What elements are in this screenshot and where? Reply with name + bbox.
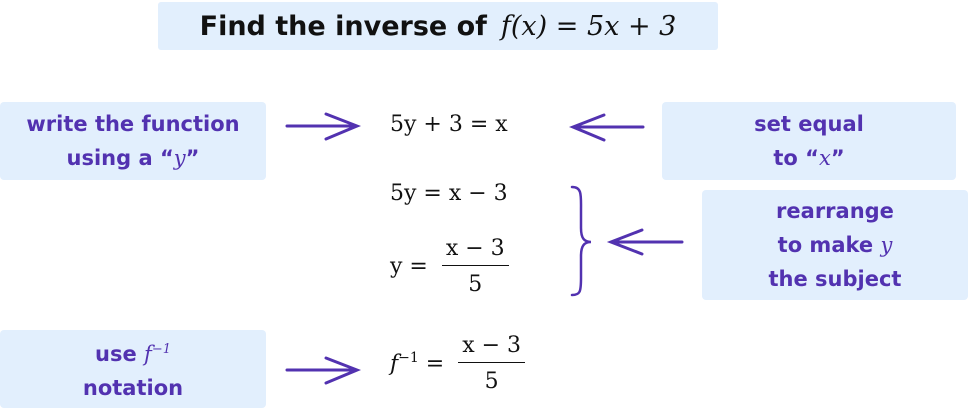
label-notation: use f−1 notation (0, 330, 266, 408)
equation-2: 5y = x − 3 (390, 181, 508, 206)
label-line: using a “y” (66, 146, 200, 170)
title-text: Find the inverse of (199, 10, 487, 42)
label-write-function: write the function using a “y” (0, 102, 266, 180)
label-line: to “x” (773, 146, 845, 170)
arrow-right-icon (285, 112, 362, 141)
arrow-right-icon (285, 356, 362, 385)
page-title: Find the inverse of f(x) = 5x + 3 (158, 2, 718, 50)
title-function: f(x) = 5x + 3 (500, 10, 677, 42)
label-line: use f−1 (95, 342, 171, 366)
label-line: write the function (26, 112, 240, 136)
label-line: notation (82, 376, 184, 400)
label-line: rearrange (776, 199, 894, 223)
equation-lhs: f−1 = (390, 350, 445, 377)
equation-1: 5y + 3 = x (390, 112, 508, 137)
label-set-equal: set equal to “x” (662, 102, 956, 180)
brace-icon (570, 185, 592, 297)
label-line: to make y (777, 233, 893, 257)
equation-lhs: y = (390, 254, 428, 279)
label-line: the subject (768, 267, 902, 291)
label-line: set equal (754, 112, 864, 136)
arrow-left-icon (606, 228, 684, 256)
label-rearrange: rearrange to make y the subject (702, 190, 968, 300)
arrow-left-icon (568, 113, 645, 142)
